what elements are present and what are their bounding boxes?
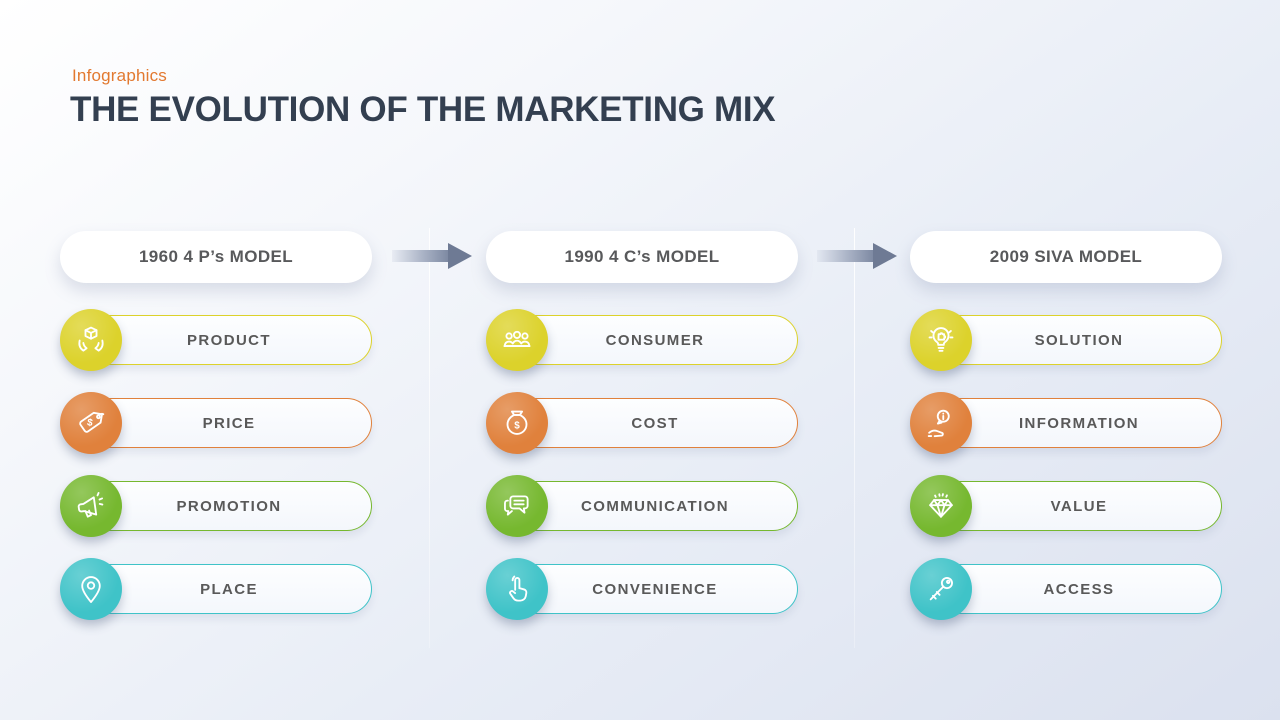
item-label: COST xyxy=(631,414,679,432)
item-label: VALUE xyxy=(1050,497,1108,515)
model-item-cost: $ COST xyxy=(486,392,798,454)
megaphone-icon xyxy=(74,489,108,523)
item-label: PROMOTION xyxy=(176,497,282,515)
item-badge xyxy=(60,558,122,620)
item-badge xyxy=(910,558,972,620)
people-group-icon xyxy=(500,323,534,357)
model-item-place: PLACE xyxy=(60,558,372,620)
model-item-promotion: PROMOTION xyxy=(60,475,372,537)
item-badge xyxy=(486,475,548,537)
item-badge: $ xyxy=(60,392,122,454)
arrow-head xyxy=(873,243,897,269)
model-item-product: PRODUCT xyxy=(60,309,372,371)
item-badge xyxy=(486,309,548,371)
chat-bubbles-icon xyxy=(500,489,534,523)
arrow-tail xyxy=(392,250,448,262)
column-siva-model: 2009 SIVA MODEL SOLUTION xyxy=(910,231,1222,620)
item-label: PRODUCT xyxy=(187,331,271,349)
column-4ps-model: 1960 4 P’s MODEL PRODUCT xyxy=(60,231,372,620)
column-divider xyxy=(429,228,430,648)
model-item-consumer: CONSUMER xyxy=(486,309,798,371)
item-label: CONVENIENCE xyxy=(592,580,718,598)
item-label: CONSUMER xyxy=(605,331,705,349)
model-item-communication: COMMUNICATION xyxy=(486,475,798,537)
svg-text:$: $ xyxy=(86,417,94,429)
item-badge xyxy=(910,475,972,537)
item-label: SOLUTION xyxy=(1034,331,1124,349)
money-bag-icon: $ xyxy=(500,406,534,440)
item-label: PRICE xyxy=(202,414,256,432)
arrow-head xyxy=(448,243,472,269)
model-item-convenience: CONVENIENCE xyxy=(486,558,798,620)
item-badge: $ xyxy=(486,392,548,454)
arrow-right-icon xyxy=(817,243,897,269)
column-header: 2009 SIVA MODEL xyxy=(910,231,1222,283)
column-header: 1990 4 C’s MODEL xyxy=(486,231,798,283)
item-badge xyxy=(910,392,972,454)
item-label: INFORMATION xyxy=(1018,414,1140,432)
arrow-right-icon xyxy=(392,243,472,269)
model-item-solution: SOLUTION xyxy=(910,309,1222,371)
bulb-puzzle-icon xyxy=(924,323,958,357)
svg-text:$: $ xyxy=(514,420,520,431)
item-badge xyxy=(910,309,972,371)
hands-cube-icon xyxy=(74,323,108,357)
item-label: ACCESS xyxy=(1043,580,1115,598)
column-header: 1960 4 P’s MODEL xyxy=(60,231,372,283)
price-tag-icon: $ xyxy=(74,406,108,440)
diamond-icon xyxy=(924,489,958,523)
item-badge xyxy=(60,475,122,537)
arrow-tail xyxy=(817,250,873,262)
column-4cs-model: 1990 4 C’s MODEL CONSUMER xyxy=(486,231,798,620)
eyebrow-text: Infographics xyxy=(72,66,168,85)
model-item-price: $ PRICE xyxy=(60,392,372,454)
item-badge xyxy=(60,309,122,371)
model-item-access: ACCESS xyxy=(910,558,1222,620)
column-divider xyxy=(854,228,855,648)
page-title: THE EVOLUTION OF THE MARKETING MIX xyxy=(70,90,776,129)
model-item-information: INFORMATION xyxy=(910,392,1222,454)
key-icon xyxy=(924,572,958,606)
map-pin-icon xyxy=(74,572,108,606)
item-badge xyxy=(486,558,548,620)
model-item-value: VALUE xyxy=(910,475,1222,537)
tap-finger-icon xyxy=(500,572,534,606)
info-hand-icon xyxy=(924,406,958,440)
item-label: COMMUNICATION xyxy=(581,497,729,515)
item-label: PLACE xyxy=(200,580,258,598)
